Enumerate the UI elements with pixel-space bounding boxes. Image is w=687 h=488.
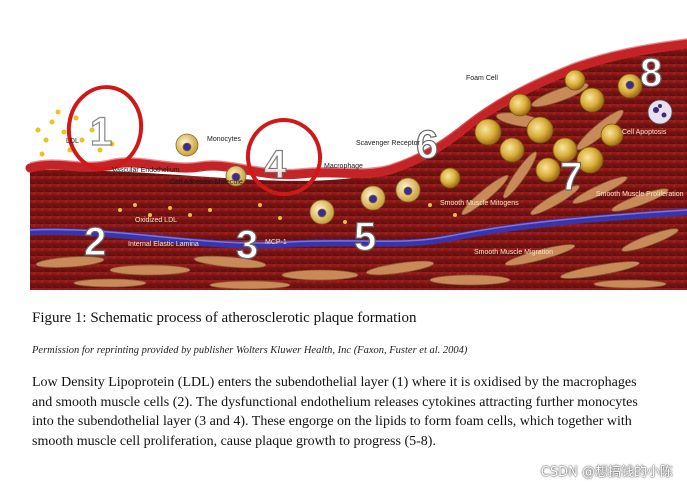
permission-note: Permission for reprinting provided by pu… (32, 345, 468, 356)
ldl-particles (35, 109, 115, 157)
annotation-circles (66, 85, 323, 196)
smooth-muscle-cells (35, 82, 679, 290)
apoptotic-cell (647, 99, 673, 125)
foam-cell-cluster (439, 69, 643, 189)
label-smooth-muscle-migration: Smooth Muscle Migration (474, 249, 553, 256)
stage-number-5: 5 (354, 215, 376, 259)
monocytes (175, 80, 635, 225)
oxidized-ldl-particles (118, 203, 457, 224)
label-oxidized-ldl: Oxidized LDL (135, 217, 177, 224)
label-cell-apoptosis: Cell Apoptosis (622, 129, 667, 136)
label-smooth-muscle-mitogens: Smooth Muscle Mitogens (440, 200, 519, 207)
stage-number-4: 4 (264, 143, 287, 187)
atherosclerosis-illustration: 1 2 3 4 5 6 7 8 LDL Vascular Endothelium… (25, 38, 687, 290)
label-ldl: LDL (66, 138, 79, 145)
internal-elastic-lamina (29, 208, 687, 249)
stage-number-3: 3 (236, 223, 258, 267)
stage-number-1: 1 (90, 110, 112, 154)
label-mcp1: MCP-1 (265, 239, 287, 246)
label-smooth-muscle-proliferation: Smooth Muscle Proliferation (596, 191, 684, 198)
stage-number-2: 2 (84, 220, 106, 264)
stage-number-8: 8 (640, 51, 662, 95)
csdn-watermark: CSDN @想搞钱的小陈 (540, 465, 673, 480)
label-scavenger-receptor: Scavenger Receptor (356, 140, 420, 147)
stage-number-7: 7 (560, 155, 582, 199)
label-cell-adhesion-molecule: Cell Adhesion Molecule (170, 179, 243, 186)
stage-number-6: 6 (416, 123, 438, 167)
label-vascular-endothelium: Vascular Endothelium (112, 167, 180, 174)
label-macrophage: Macrophage (324, 163, 363, 170)
label-monocytes: Monocytes (207, 136, 241, 143)
body-paragraph: Low Density Lipoprotein (LDL) enters the… (32, 375, 638, 449)
label-internal-elastic-lamina: Internal Elastic Lamina (128, 241, 199, 248)
label-foam-cell: Foam Cell (466, 75, 498, 82)
figure-caption: Figure 1: Schematic process of atheroscl… (32, 310, 417, 326)
label-cell-adhesion-molecule-text: Cell Adhesion Molecule (170, 179, 243, 186)
